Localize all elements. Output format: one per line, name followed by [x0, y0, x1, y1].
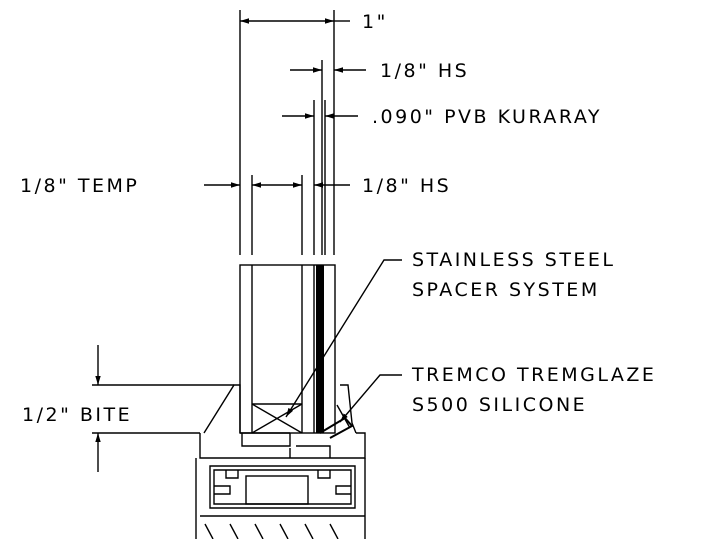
glazing-pocket [203, 384, 357, 439]
overall-width-label: 1" [362, 11, 388, 33]
hs-outer-label: 1/8" HS [380, 60, 469, 82]
dimension-overall-width: 1" [240, 11, 388, 33]
dimension-temp-and-hs-inner: 1/8" TEMP 1/8" HS [20, 175, 451, 197]
silicone-label-line1: TREMCO TREMGLAZE [411, 364, 656, 386]
bite-label: 1/2" BITE [22, 404, 132, 426]
glass-unit [239, 264, 336, 434]
spacer-label-line1: STAINLESS STEEL [412, 249, 616, 271]
dimension-bite: 1/2" BITE [22, 345, 234, 472]
temp-label: 1/8" TEMP [20, 175, 139, 197]
hs-inner-label: 1/8" HS [362, 175, 451, 197]
pvb-interlayer [316, 265, 324, 433]
leader-spacer-system: STAINLESS STEEL SPACER SYSTEM [285, 249, 616, 418]
frame-section [195, 432, 366, 539]
dimension-hs-outer: 1/8" HS [290, 60, 469, 82]
pvb-label: .090" PVB KURARAY [372, 106, 602, 128]
silicone-label-line2: S500 SILICONE [412, 394, 587, 416]
spacer-label-line2: SPACER SYSTEM [412, 279, 600, 301]
leader-silicone: TREMCO TREMGLAZE S500 SILICONE [339, 364, 656, 423]
dimension-pvb: .090" PVB KURARAY [282, 106, 602, 128]
extension-lines [239, 10, 335, 255]
